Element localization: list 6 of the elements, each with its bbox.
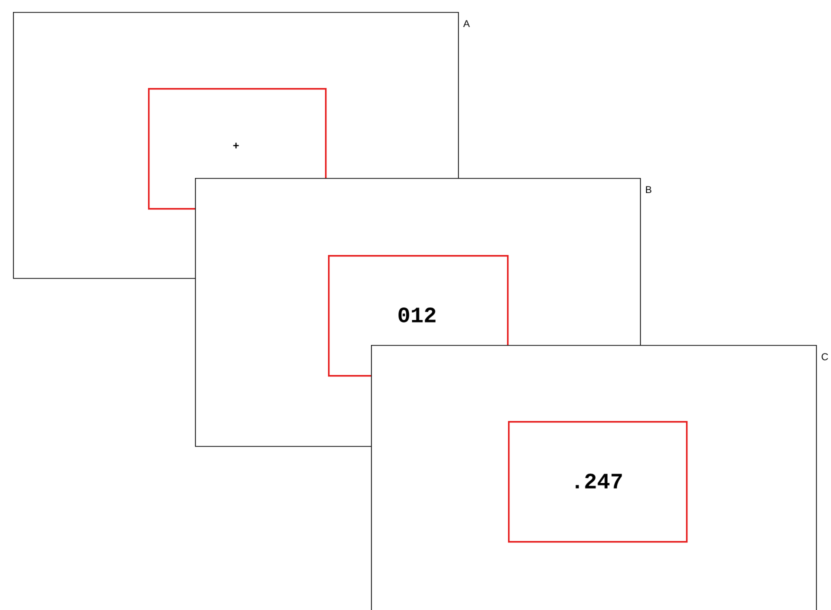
stimulus-text: .247 [576, 474, 622, 488]
panel-letter: A [463, 20, 470, 28]
stimulus-text: 012 [398, 308, 436, 322]
panel-letter: C [822, 353, 828, 360]
stimulus-text: + [233, 142, 239, 148]
panel-letter: B [646, 186, 652, 194]
